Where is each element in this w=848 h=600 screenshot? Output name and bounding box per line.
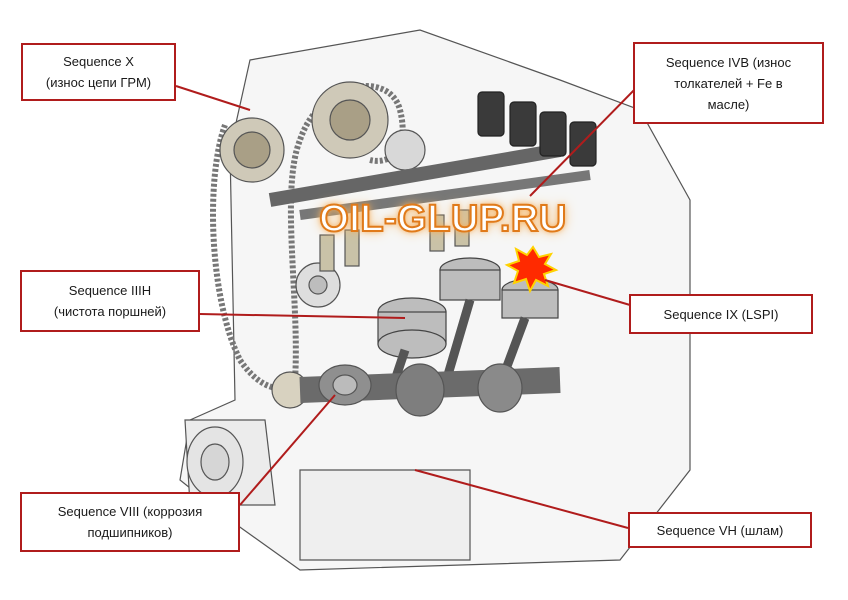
watermark: OIL-GLUP.RU (318, 197, 567, 241)
lspi-burst-icon (504, 245, 559, 294)
callout-sequence-viii: Sequence VIII (коррозия подшипников) (20, 492, 240, 552)
leader-seq-ivb (529, 83, 641, 197)
callout-sequence-x: Sequence X (износ цепи ГРМ) (21, 43, 176, 101)
callout-sequence-iiih: Sequence IIIH (чистота поршней) (20, 270, 200, 332)
leader-seq-x (175, 85, 251, 111)
leader-seq-ix (544, 279, 631, 306)
engine-illustration (179, 29, 691, 571)
callout-sequence-ivb: Sequence IVB (износ толкателей + Fe в ма… (633, 42, 824, 124)
callout-sequence-ix: Sequence IX (LSPI) (629, 294, 813, 334)
leader-lines (175, 83, 641, 529)
callout-sequence-vh: Sequence VH (шлам) (628, 512, 812, 548)
leader-seq-viii (239, 394, 336, 506)
leader-seq-vh (414, 469, 629, 529)
leader-seq-iiih (199, 313, 406, 319)
